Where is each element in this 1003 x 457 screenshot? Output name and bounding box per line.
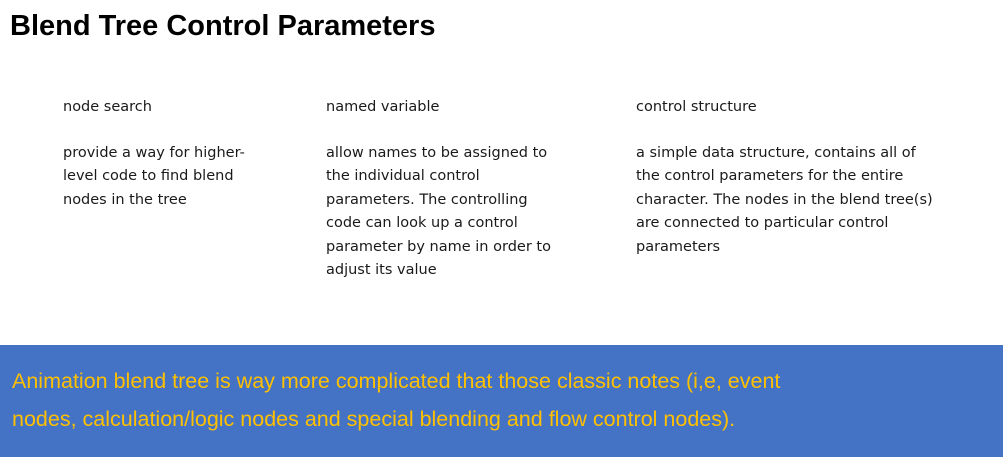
column-heading: named variable [326, 99, 440, 115]
column-heading: control structure [636, 99, 757, 115]
summary-banner: Animation blend tree is way more complic… [0, 345, 1003, 457]
column-node-search: node search provide a way for higher-lev… [63, 96, 278, 212]
column-heading: node search [63, 99, 152, 115]
column-body: a simple data structure, contains all of… [636, 144, 933, 255]
slide-title: Blend Tree Control Parameters [10, 10, 436, 42]
banner-line-2: nodes, calculation/logic nodes and speci… [12, 407, 736, 431]
banner-line-1: Animation blend tree is way more complic… [12, 369, 781, 393]
column-body: allow names to be assigned to the indivi… [326, 144, 551, 279]
column-body: provide a way for higher-level code to f… [63, 144, 245, 208]
column-control-structure: control structure a simple data structur… [636, 96, 936, 259]
column-named-variable: named variable allow names to be assigne… [326, 96, 566, 283]
